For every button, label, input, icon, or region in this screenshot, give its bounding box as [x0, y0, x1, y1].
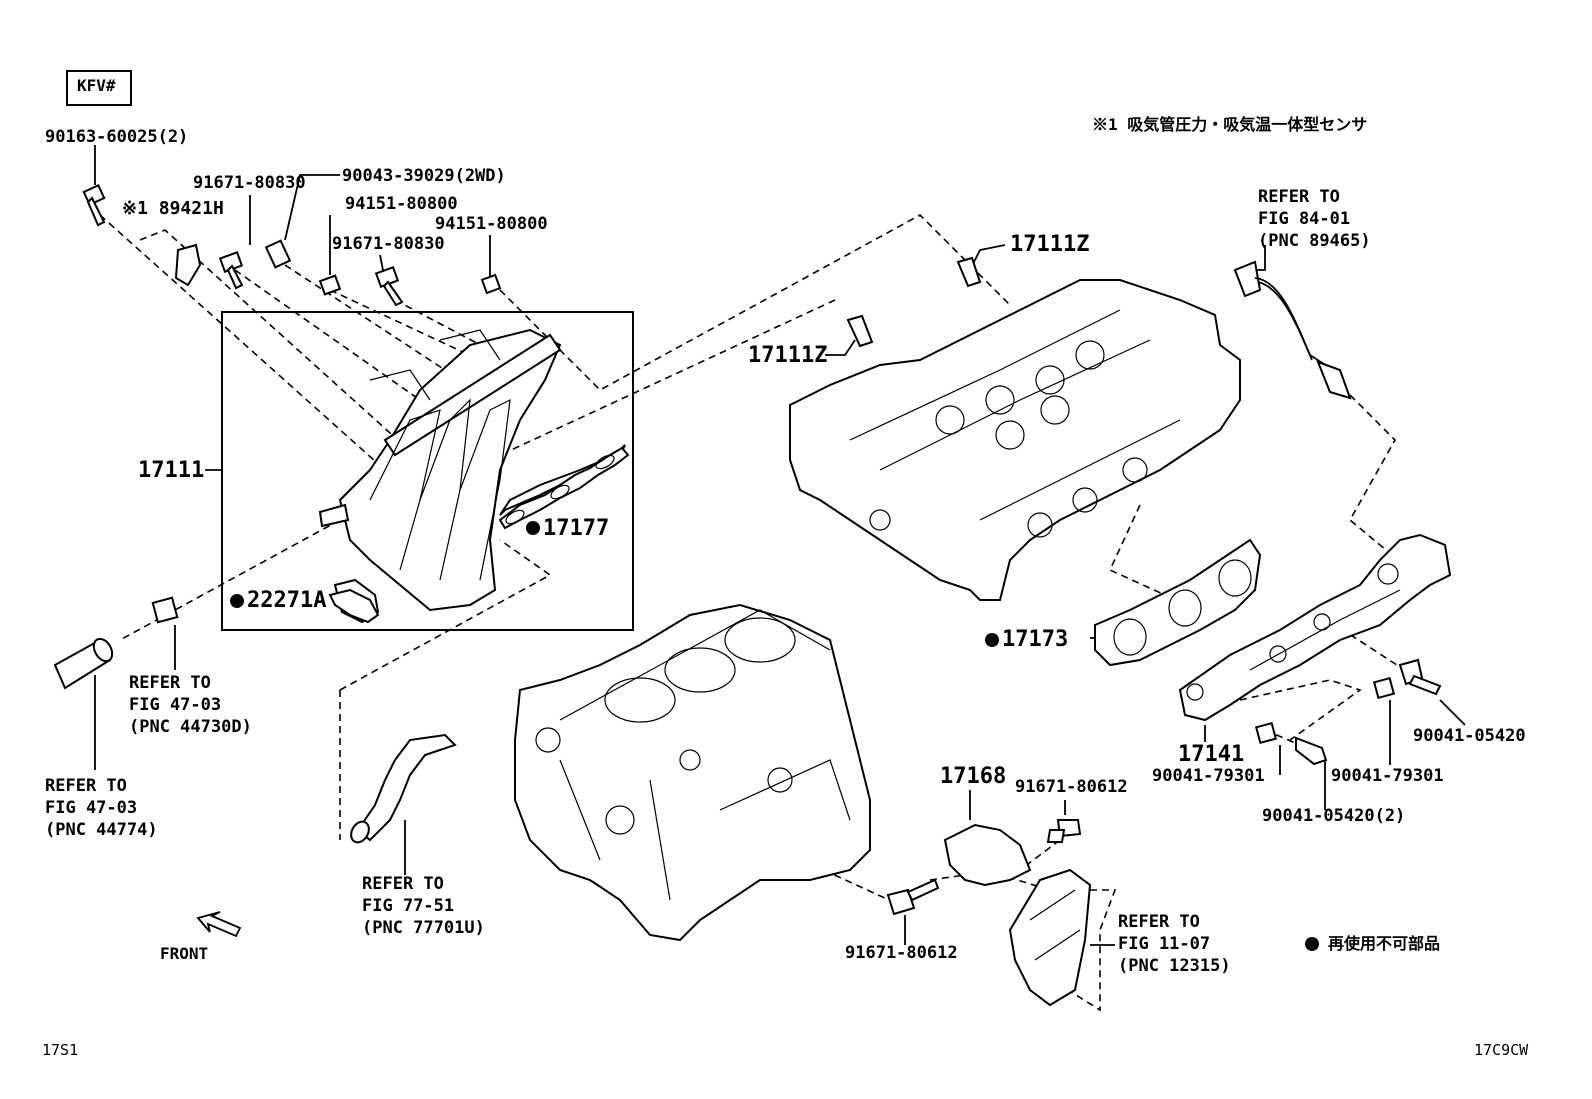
hose-parts — [53, 260, 1352, 844]
label-17111: 17111 — [138, 458, 205, 483]
label-17111z-b: 17111Z — [748, 343, 828, 368]
front-label: FRONT — [160, 944, 209, 963]
label-17177: 17177 — [543, 516, 610, 541]
cylinder-block — [514, 603, 871, 942]
label-91671-80830-b: 91671-80830 — [332, 234, 445, 254]
footer-left-code: 17S1 — [42, 1041, 79, 1059]
exhaust-gasket-17173 — [1094, 538, 1262, 667]
non-reusable-dot-17173 — [985, 633, 999, 647]
label-90041-79301-a: 90041-79301 — [1152, 766, 1265, 786]
intake-assembly-frame — [221, 311, 634, 631]
non-reusable-legend: 再使用不可部品 — [1328, 934, 1441, 953]
label-89421h: ※1 89421H — [122, 198, 224, 219]
label-90041-05420-2: 90041-05420(2) — [1262, 806, 1406, 826]
label-91671-80830-a: 91671-80830 — [193, 173, 306, 193]
label-91671-80612-a: 91671-80612 — [1015, 777, 1128, 797]
sensor-note: ※1 吸気管圧力・吸気温一体型センサ — [1092, 115, 1368, 134]
front-arrow-icon — [196, 911, 242, 938]
label-17141: 17141 — [1178, 742, 1245, 767]
label-94151-a: 94151-80800 — [345, 194, 458, 214]
label-17173: 17173 — [1002, 627, 1069, 652]
refer-fig-84-01: REFER TO FIG 84-01 (PNC 89465) — [1258, 187, 1371, 251]
solid-leaders — [94, 145, 1466, 946]
non-reusable-legend-dot — [1305, 937, 1319, 951]
label-90041-79301-b: 90041-79301 — [1331, 766, 1444, 786]
label-90163: 90163-60025(2) — [45, 127, 189, 147]
refer-fig-77-51: REFER TO FIG 77-51 (PNC 77701U) — [362, 874, 485, 938]
label-17168: 17168 — [940, 764, 1007, 789]
label-22271a: 22271A — [247, 588, 327, 613]
refer-fig-47-03-b: REFER TO FIG 47-03 (PNC 44774) — [45, 776, 158, 840]
model-code: KFV# — [77, 76, 116, 95]
label-91671-80612-b: 91671-80612 — [845, 943, 958, 963]
non-reusable-dot-17177 — [526, 521, 540, 535]
label-94151-b: 94151-80800 — [435, 214, 548, 234]
bracket-17168 — [943, 823, 1032, 887]
small-gaskets — [328, 446, 630, 624]
model-code-box — [66, 70, 132, 106]
footer-right-code: 17C9CW — [1474, 1041, 1529, 1059]
label-17111z-a: 17111Z — [1010, 232, 1090, 257]
non-reusable-dot-22271a — [230, 594, 244, 608]
refer-fig-47-03-a: REFER TO FIG 47-03 (PNC 44730D) — [129, 673, 252, 737]
label-90043: 90043-39029(2WD) — [342, 166, 506, 186]
exhaust-manifold-17141 — [1178, 533, 1452, 722]
label-90041-05420: 90041-05420 — [1413, 726, 1526, 746]
timing-chain-part — [1008, 868, 1092, 1007]
cylinder-head — [789, 279, 1241, 601]
refer-fig-11-07: REFER TO FIG 11-07 (PNC 12315) — [1118, 912, 1231, 976]
fastener-parts — [82, 183, 1442, 916]
